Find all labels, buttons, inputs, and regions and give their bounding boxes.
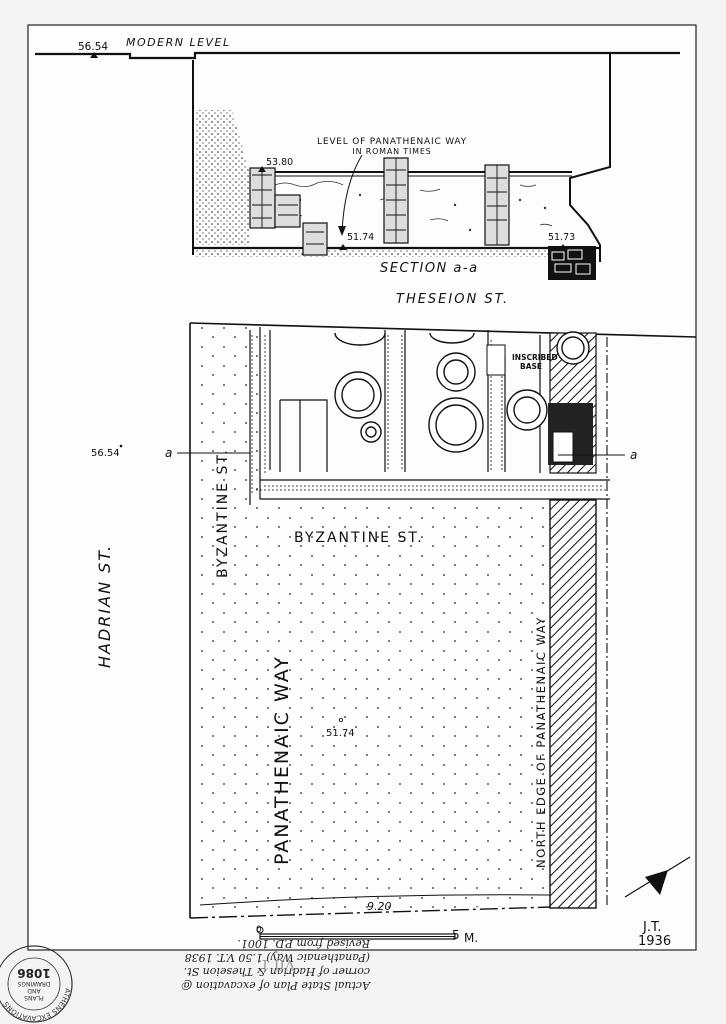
section-elevation-right: 51.73	[548, 232, 575, 243]
note-line4: Revised from P.D. 1001.	[237, 937, 371, 950]
hadrian-street-label: HADRIAN ST.	[95, 544, 114, 668]
drawing-year: 1936	[638, 934, 671, 949]
drafter-initials: J.T.	[642, 920, 662, 935]
section-drawing	[35, 51, 680, 280]
scale-zero: 0	[256, 925, 262, 935]
handwritten-note: Actual State Plan of excavation @ corner…	[181, 937, 371, 992]
section-marker-a-left: a	[165, 446, 172, 460]
byzantine-street-horizontal-label: BYZANTINE ST.	[294, 530, 424, 546]
north-edge-label: NORTH EDGE OF PANATHENAIC WAY	[534, 616, 548, 868]
section-title: SECTION a-a	[380, 261, 479, 276]
hadrian-elevation: 56.54	[91, 448, 120, 459]
section-elevation-floor: 51.74	[347, 232, 374, 243]
byzantine-street-vertical-label: BYZANTINE ST.	[215, 448, 231, 578]
note-line2: corner of Hadrian & Theseion St.	[184, 965, 370, 978]
stamp-line2: AND	[27, 987, 41, 994]
width-dimension: 9.20	[367, 900, 392, 913]
stamp-line3: DRAWINGS	[17, 980, 50, 987]
modern-level-elevation: 56.54	[78, 41, 108, 53]
plan-drawing	[119, 322, 697, 940]
roman-level-line1: LEVEL OF PANATHENAIC WAY	[317, 137, 467, 147]
scale-five: 5	[452, 928, 460, 942]
scale-unit: M.	[464, 931, 478, 945]
modern-level-label: MODERN LEVEL	[126, 36, 231, 49]
panathenaic-elevation: 51.74	[326, 728, 355, 739]
inscribed-base-line2: BASE	[520, 362, 542, 371]
stamp-line1: PLANS	[24, 994, 44, 1001]
section-marker-a-right: a	[630, 448, 637, 462]
section-elevation-left: 53.80	[266, 157, 293, 168]
stamp-number: 1086	[17, 966, 50, 980]
note-line1: Actual State Plan of excavation @	[181, 979, 371, 992]
panathenaic-way-label: PANATHENAIC WAY	[271, 655, 293, 865]
pencil-mark: VII 1	[260, 956, 296, 972]
north-edge-hatched-strip	[549, 499, 597, 909]
theseion-street-label: THESEION ST.	[396, 292, 509, 307]
roman-level-line2: IN ROMAN TIMES	[352, 147, 431, 156]
archive-stamp: ATHENS EXCAVATIONS PLANS AND DRAWINGS 10…	[0, 945, 73, 1023]
note-line3: (Panathenaic Way) 1.50 V.T. 1938	[185, 951, 370, 964]
inscribed-base-line1: INSCRIBED	[512, 353, 558, 362]
